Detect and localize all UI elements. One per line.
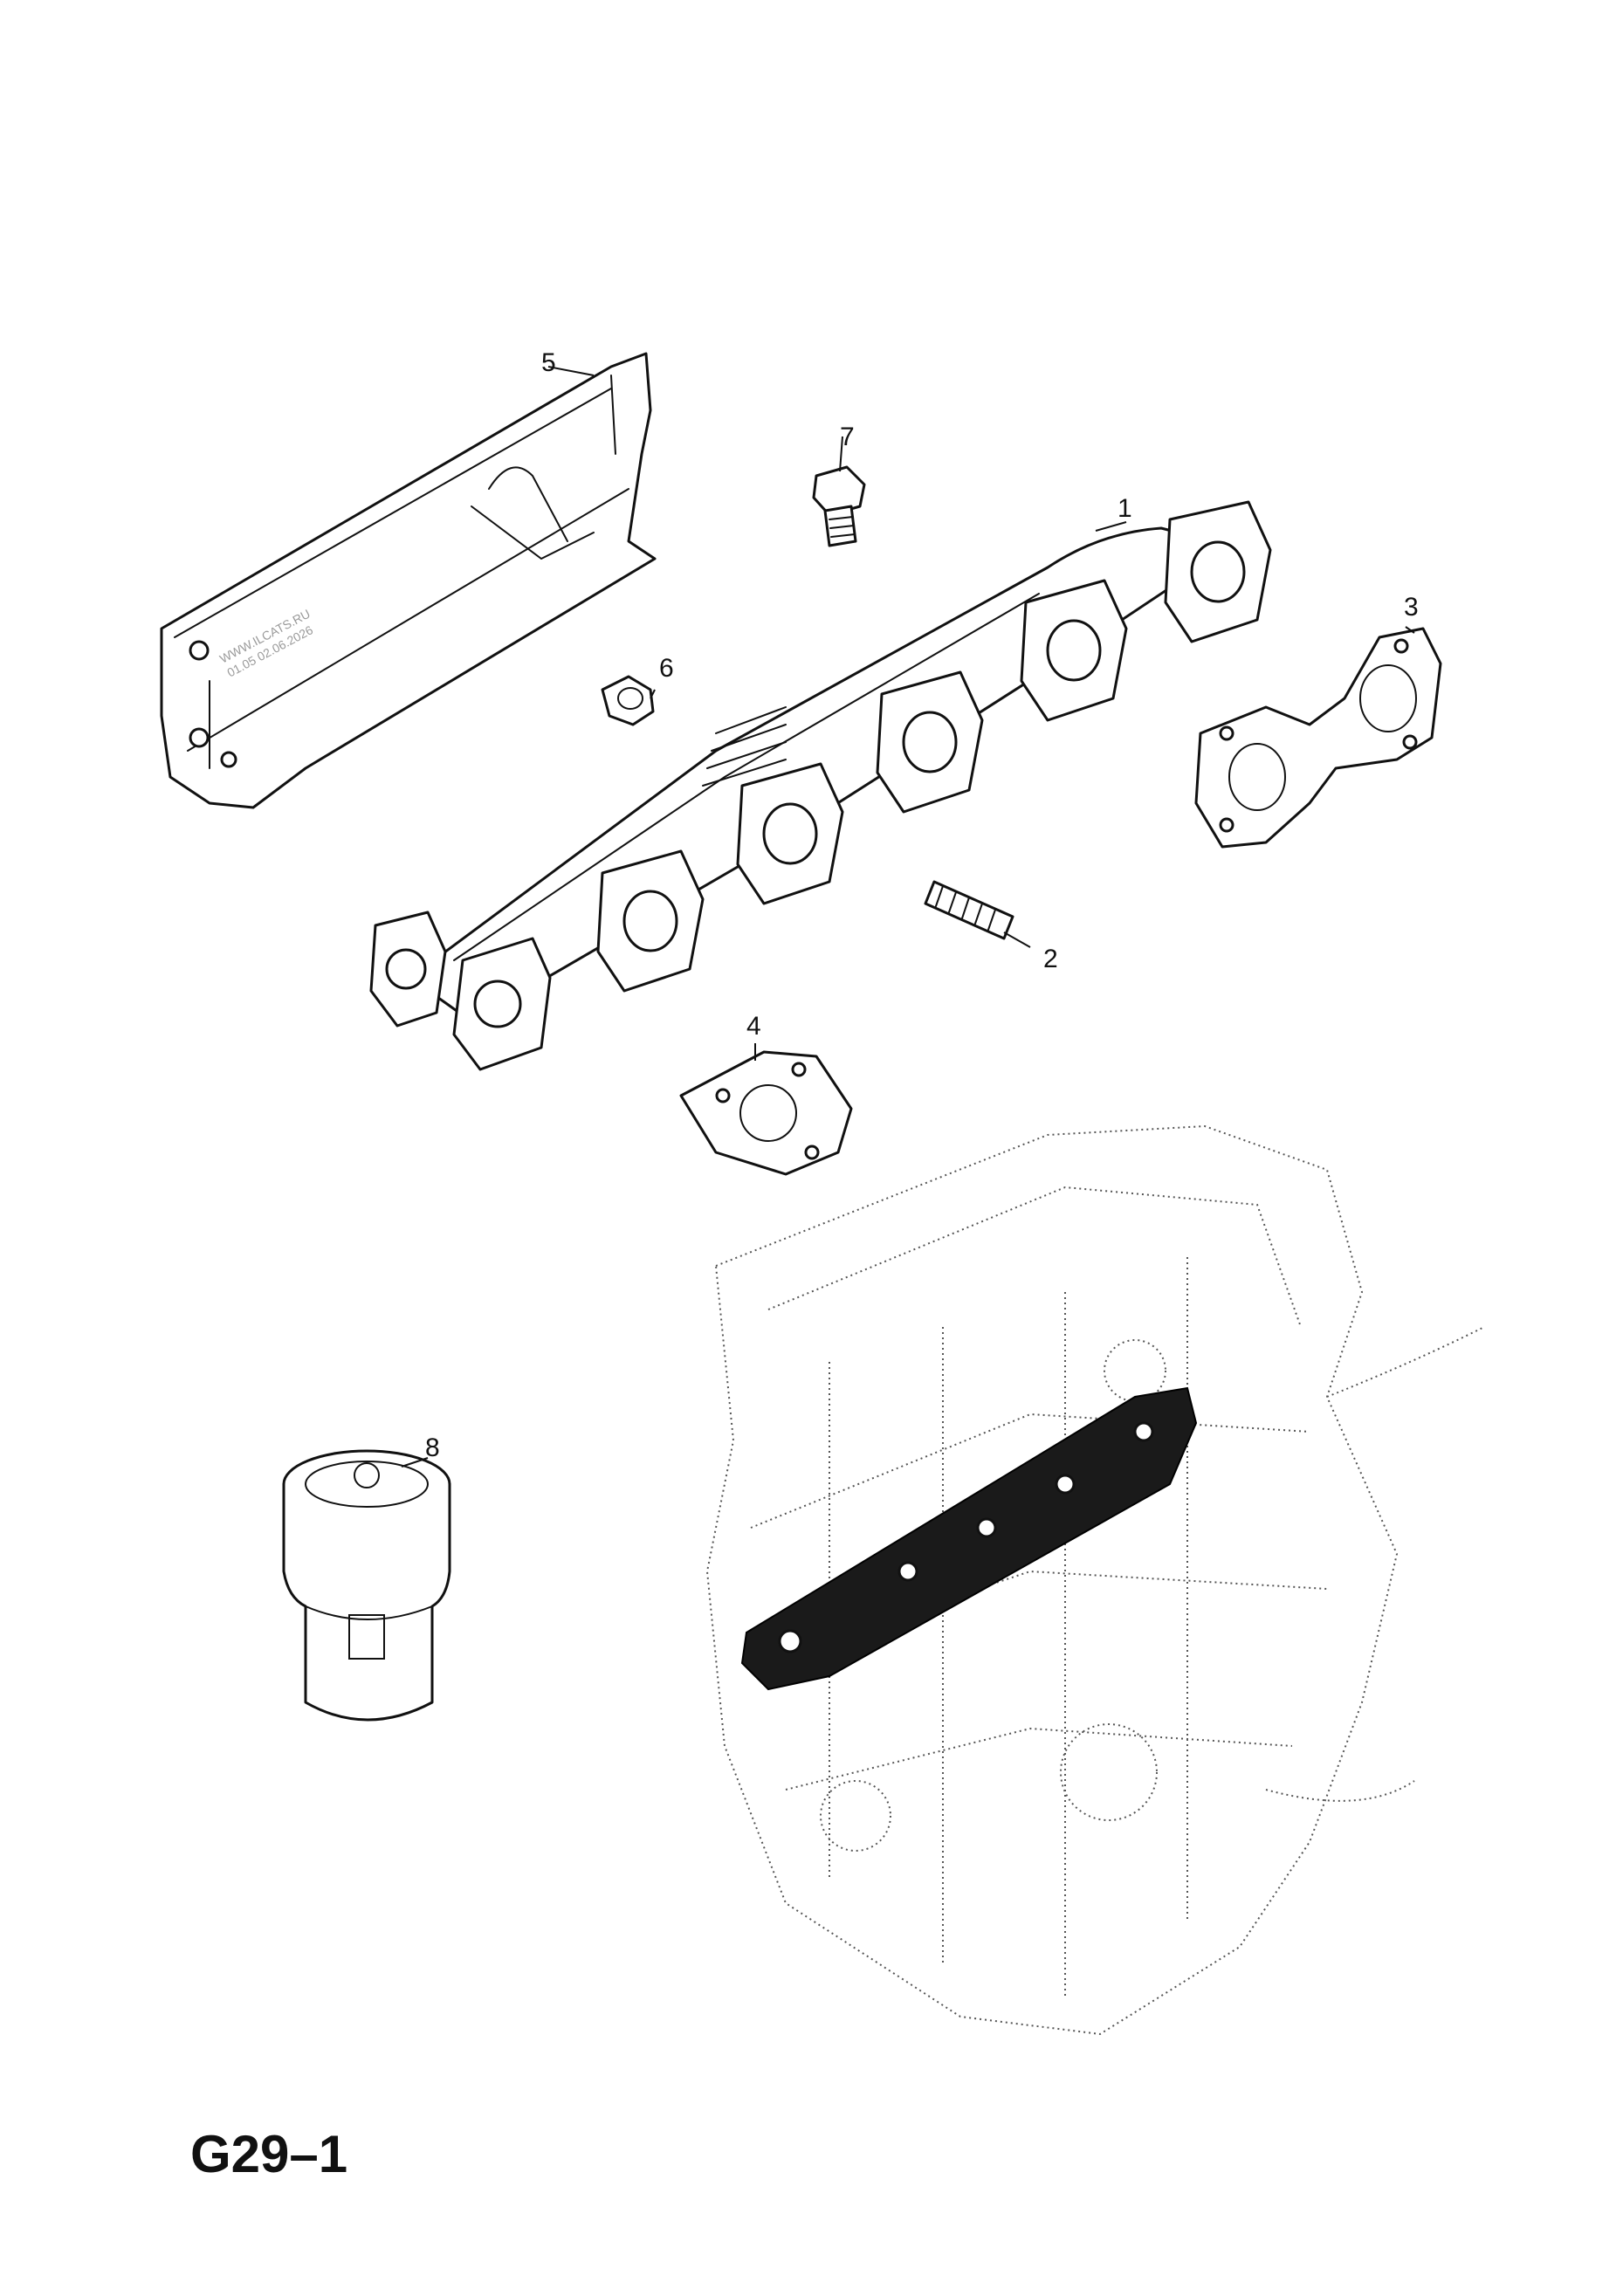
callout-3: 3 <box>1404 593 1419 622</box>
stud-part-2[interactable] <box>924 880 1014 940</box>
exhaust-manifold-part-1[interactable] <box>369 500 1272 1071</box>
nut-part-6[interactable] <box>601 675 655 726</box>
callout-8: 8 <box>425 1433 440 1462</box>
callout-leaders <box>401 366 1415 1468</box>
canister-part-8[interactable] <box>282 1449 451 1722</box>
gasket-part-3[interactable] <box>1194 627 1442 849</box>
callout-6: 6 <box>659 654 674 683</box>
callout-1: 1 <box>1118 494 1132 523</box>
gasket-part-4[interactable] <box>679 1050 853 1176</box>
page-code: G29–1 <box>190 2125 347 2183</box>
heat-shield-part-5[interactable] <box>160 352 657 809</box>
callout-5: 5 <box>541 348 556 377</box>
engine-overview-illustration <box>705 1124 1485 2036</box>
callout-2: 2 <box>1043 945 1058 973</box>
bolt-part-7[interactable] <box>812 465 866 547</box>
callout-labels: 1 2 3 4 5 6 7 8 <box>425 348 1419 1462</box>
callout-4: 4 <box>746 1012 761 1041</box>
callout-7: 7 <box>840 423 855 451</box>
